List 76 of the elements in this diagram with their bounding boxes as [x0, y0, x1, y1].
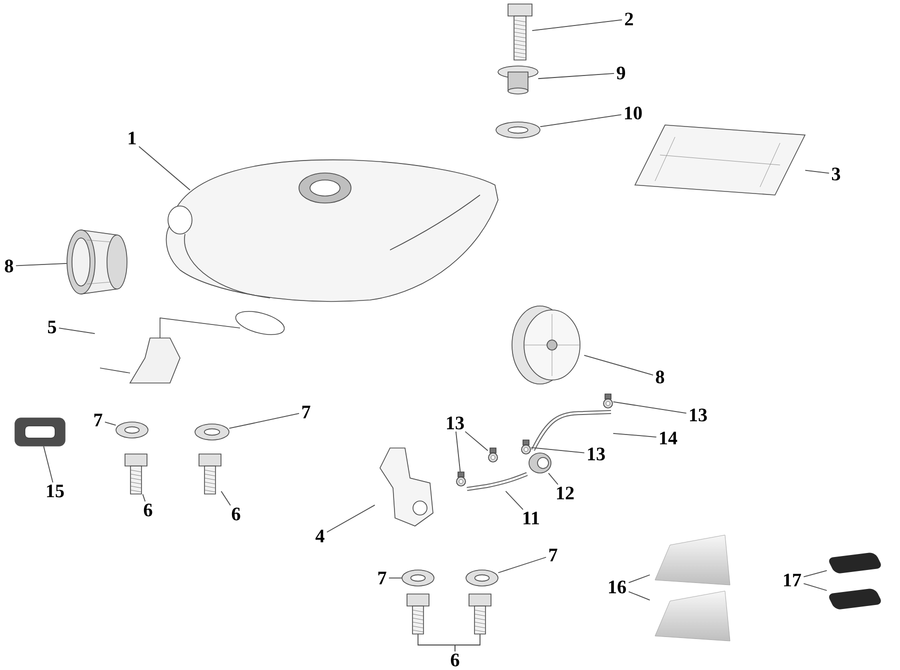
washer-drawing	[116, 422, 148, 438]
callout-number: 2	[625, 12, 633, 26]
callout-number: 6	[232, 508, 240, 520]
leader-line	[43, 446, 54, 483]
hose-clip-drawing	[521, 440, 531, 454]
cap-drawing	[512, 306, 580, 384]
callout-number: 7	[378, 572, 386, 584]
leader-line	[628, 591, 650, 600]
leader-line	[455, 431, 461, 472]
cap-drawing	[66, 230, 128, 294]
leader-line	[538, 73, 614, 80]
callout-number: 11	[524, 512, 539, 524]
leader-line	[532, 19, 622, 31]
callout-number: 3	[832, 168, 840, 180]
leader-line	[498, 556, 546, 574]
callout-number: 15	[47, 484, 64, 498]
leader-line	[454, 634, 480, 652]
fuel-hose-drawing	[466, 472, 528, 491]
hose-clip-drawing	[603, 394, 613, 408]
leader-line	[803, 583, 828, 591]
leader-line	[58, 328, 96, 334]
washer-drawing	[496, 122, 540, 138]
hose-clip-drawing	[456, 472, 466, 486]
fuel-tank-drawing	[166, 159, 498, 302]
callout-number: 14	[660, 432, 678, 444]
leader-line	[138, 146, 190, 190]
callout-number: 4	[316, 530, 324, 542]
leader-line	[142, 494, 146, 502]
washer-drawing	[402, 570, 434, 586]
fuel-sender-drawing	[100, 311, 285, 384]
callout-number: 8	[4, 260, 14, 272]
leader-line	[505, 490, 524, 510]
bolt-drawing	[468, 594, 492, 634]
callout-number: 17	[784, 574, 802, 586]
leader-line	[16, 262, 68, 266]
badge-drawing	[829, 588, 881, 610]
leader-line	[803, 570, 828, 578]
callout-number: 7	[94, 414, 102, 426]
leader-line	[548, 472, 558, 485]
callout-number: 6	[450, 654, 460, 666]
bolt-drawing	[406, 594, 430, 634]
bolt-drawing	[198, 454, 222, 494]
fuel-filter-drawing	[528, 452, 552, 474]
leader-line	[326, 504, 376, 533]
callout-number: 13	[588, 448, 605, 460]
washer-drawing	[466, 570, 498, 586]
bolt-drawing	[508, 4, 532, 60]
fuel-tap-drawing	[380, 448, 434, 526]
callout-number: 8	[656, 370, 664, 384]
badge-drawing	[829, 552, 881, 574]
leader-line	[584, 354, 654, 376]
hose-clip-drawing	[488, 448, 498, 462]
gasket-drawing	[14, 418, 66, 446]
callout-number: 16	[609, 580, 626, 594]
callout-number: 9	[616, 66, 626, 80]
callout-number: 7	[302, 406, 310, 418]
callout-number: 13	[447, 416, 464, 430]
grommet-drawing	[498, 66, 538, 94]
callout-number: 5	[48, 320, 56, 334]
leader-line	[540, 114, 622, 128]
callout-number: 10	[625, 106, 642, 120]
callout-number: 6	[144, 504, 152, 516]
callout-number: 1	[128, 132, 136, 144]
callout-number: 13	[690, 408, 707, 422]
leader-line	[804, 170, 830, 174]
leader-line	[612, 432, 657, 438]
leader-line	[612, 401, 687, 414]
leader-line	[220, 490, 231, 506]
leader-line	[104, 422, 116, 426]
callout-number: 12	[557, 486, 574, 500]
callout-number: 7	[549, 548, 558, 562]
leader-line	[628, 574, 650, 584]
washer-drawing	[194, 424, 230, 440]
bolt-drawing	[124, 454, 148, 494]
leader-line	[228, 413, 300, 429]
leader-line	[464, 431, 488, 452]
